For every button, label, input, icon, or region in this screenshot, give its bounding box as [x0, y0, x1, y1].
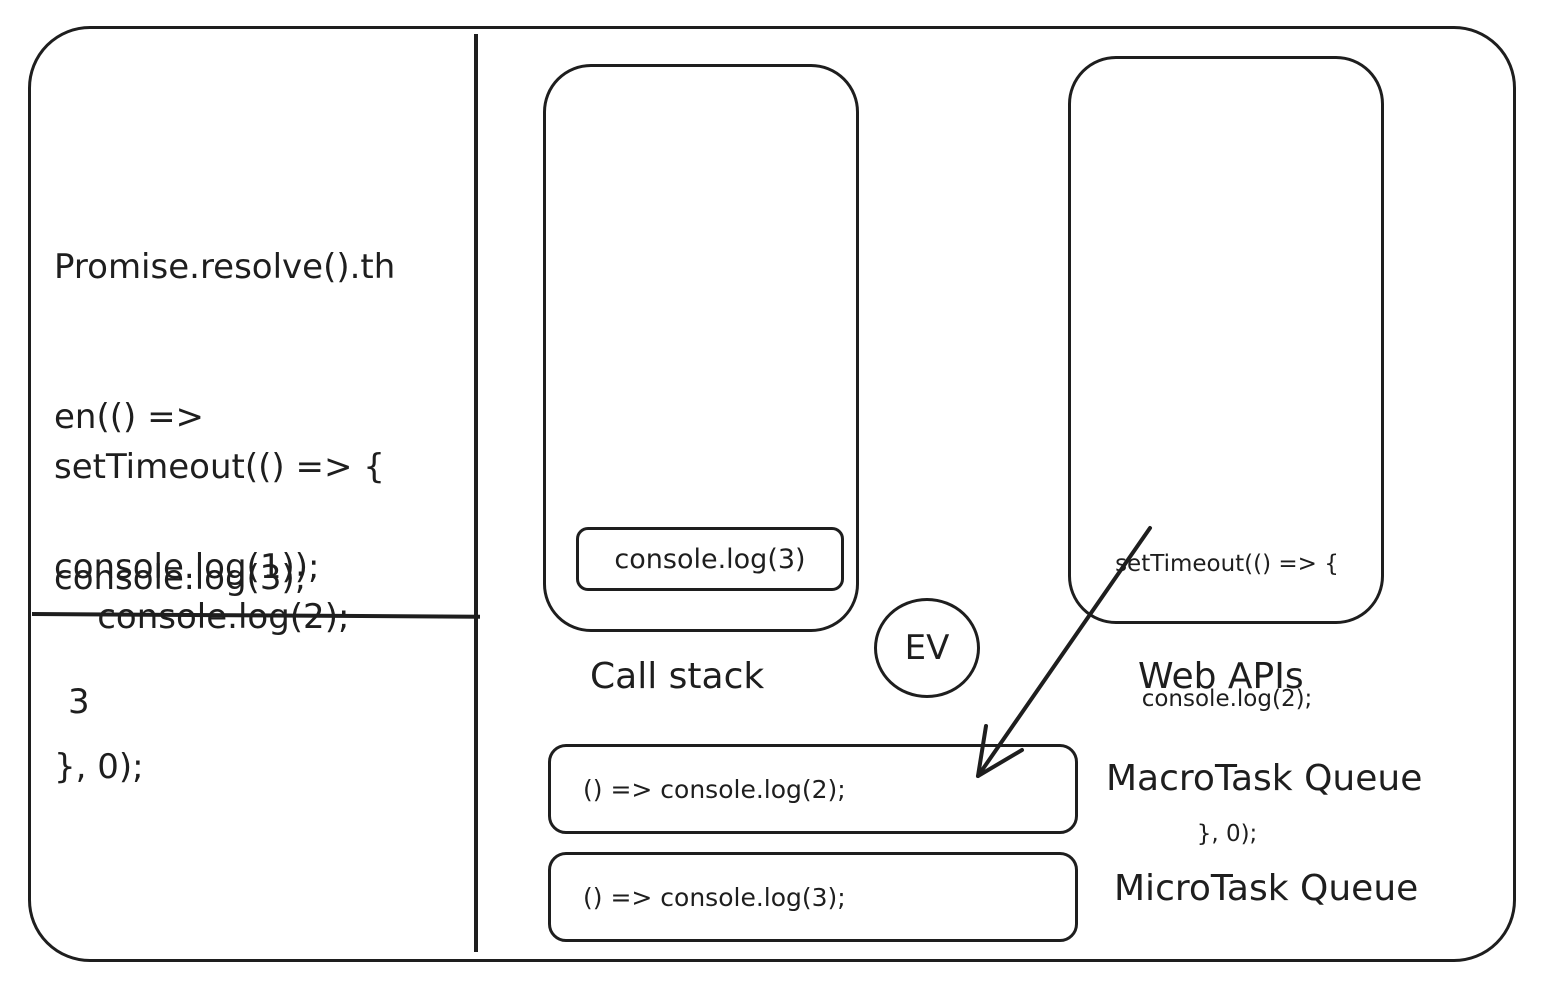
diagram-frame: [28, 26, 1516, 962]
event-loop-circle: EV: [874, 598, 980, 698]
code-line: Promise.resolve().th: [54, 247, 396, 287]
code-line-console-log-3: console.log(3);: [54, 558, 307, 598]
call-stack-item: console.log(3): [576, 527, 844, 591]
code-line: }, 0);: [54, 747, 144, 787]
microtask-queue-label: MicroTask Queue: [1114, 868, 1419, 909]
console-output: 3: [68, 682, 90, 722]
code-block-promise: Promise.resolve().th en(() => console.lo…: [54, 142, 395, 642]
macrotask-queue-box: () => console.log(2);: [548, 744, 1078, 834]
event-loop-label: EV: [904, 628, 950, 668]
code-block-settimeout: setTimeout(() => { console.log(2); }, 0)…: [54, 342, 385, 842]
microtask-queue-box: () => console.log(3);: [548, 852, 1078, 942]
call-stack-label: Call stack: [590, 656, 765, 697]
web-apis-code-line: }, 0);: [1196, 821, 1258, 847]
code-line: en(() =>: [54, 397, 205, 437]
code-line: setTimeout(() => {: [54, 447, 385, 487]
macrotask-queue-item: () => console.log(2);: [583, 774, 846, 804]
vertical-divider: [474, 34, 478, 952]
web-apis-code-line: console.log(2);: [1141, 686, 1313, 712]
web-apis-label: Web APIs: [1138, 656, 1304, 697]
code-line: console.log(1));: [54, 547, 320, 587]
macrotask-queue-label: MacroTask Queue: [1106, 758, 1423, 799]
microtask-queue-item: () => console.log(3);: [583, 882, 846, 912]
web-apis-box: [1068, 56, 1384, 624]
web-apis-code-line: setTimeout(() => {: [1115, 551, 1339, 577]
code-line: console.log(2);: [54, 597, 350, 637]
call-stack-box: [543, 64, 859, 632]
